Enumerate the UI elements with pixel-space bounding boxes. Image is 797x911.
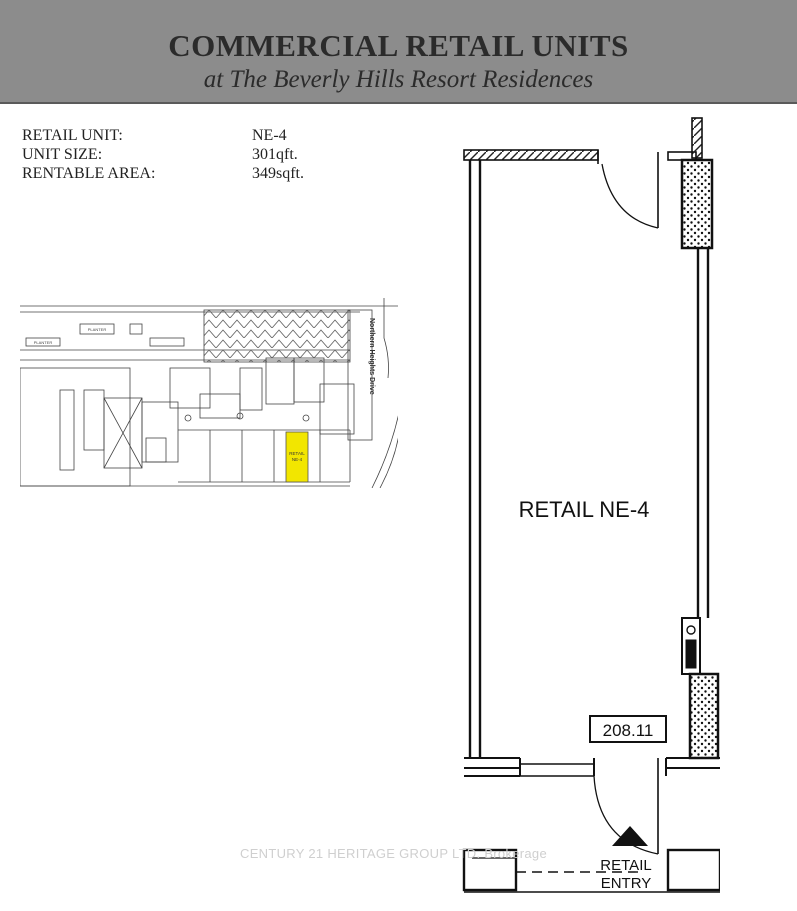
spec-value: 349sqft. bbox=[252, 165, 304, 182]
spec-row-unit-size: UNIT SIZE: 301qft. bbox=[22, 145, 402, 164]
page-header: COMMERCIAL RETAIL UNITS at The Beverly H… bbox=[0, 0, 797, 104]
unit-specs: RETAIL UNIT: NE-4 UNIT SIZE: 301qft. REN… bbox=[22, 126, 402, 183]
page-subtitle: at The Beverly Hills Resort Residences bbox=[203, 66, 594, 93]
broker-watermark: CENTURY 21 HERITAGE GROUP LTD. Brokerage bbox=[240, 846, 547, 861]
room-number: 208.11 bbox=[603, 721, 654, 740]
spec-value: NE-4 bbox=[252, 127, 287, 144]
key-unit-label-2: NE-4 bbox=[292, 457, 303, 462]
room-label: RETAIL NE-4 bbox=[519, 497, 650, 522]
key-plan-map: RETAIL NE-4 PLANTER PLANTER Northern Hei… bbox=[20, 298, 398, 488]
spec-label: UNIT SIZE: bbox=[22, 146, 103, 163]
spec-label: RETAIL UNIT: bbox=[22, 127, 123, 144]
room-number-box bbox=[589, 715, 667, 743]
planter-label: PLANTER bbox=[34, 340, 53, 345]
entry-arrow bbox=[612, 826, 648, 846]
spec-value: 301qft. bbox=[252, 146, 298, 163]
highlighted-unit bbox=[285, 431, 309, 483]
entry-label-1: RETAIL bbox=[600, 857, 651, 874]
key-unit-label-1: RETAIL bbox=[289, 451, 305, 456]
street-label: Northern Heights Drive bbox=[368, 318, 375, 395]
spec-row-rentable-area: RENTABLE AREA: 349sqft. bbox=[22, 164, 402, 183]
entry-label-2: ENTRY bbox=[601, 875, 652, 892]
spec-row-retail-unit: RETAIL UNIT: NE-4 bbox=[22, 126, 402, 145]
unit-floor-plan: 208.11 RETAIL NE-4 RETAIL ENTRY bbox=[462, 117, 720, 893]
spec-label: RENTABLE AREA: bbox=[22, 165, 156, 182]
planter-label: PLANTER bbox=[88, 327, 107, 332]
page-title: COMMERCIAL RETAIL UNITS bbox=[168, 28, 629, 63]
